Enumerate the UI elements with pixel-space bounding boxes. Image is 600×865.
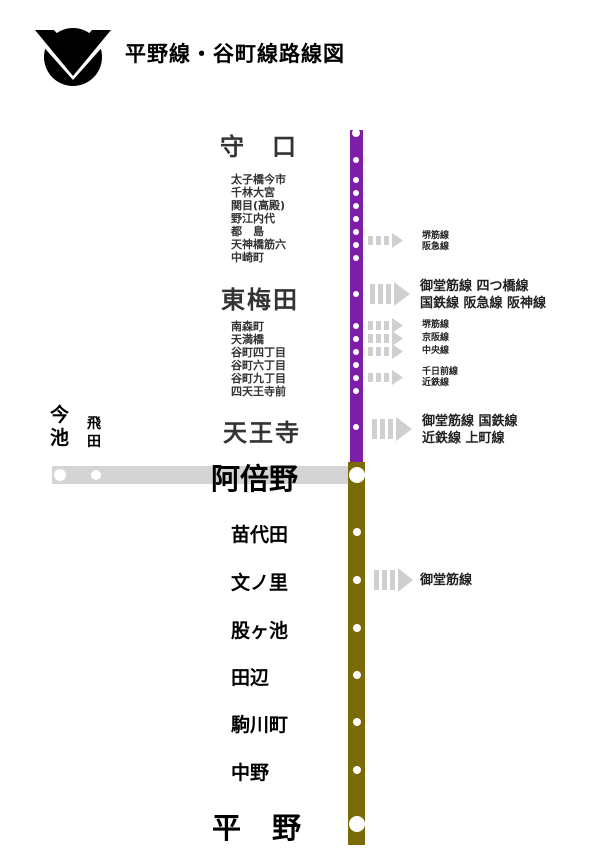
transfer-arrow-tenmabashi	[368, 331, 403, 346]
station-dot-hirano	[349, 816, 365, 832]
station-nakano: 中野	[231, 762, 270, 784]
station-dot-tennoji	[353, 424, 359, 430]
page-title: 平野線・谷町線路線図	[125, 42, 345, 66]
station-fuminosato: 文ノ里	[231, 572, 289, 594]
station-komagawacho: 駒川町	[231, 714, 289, 736]
station-list-lower: 南森町 天満橋 谷町四丁目 谷町六丁目 谷町九丁目 四天王寺前	[231, 320, 286, 398]
station-tenmabashi: 天満橋	[231, 333, 264, 346]
station-dot	[353, 255, 359, 261]
station-dot-nakano	[353, 766, 361, 774]
station-tanimachi-6: 谷町六丁目	[231, 359, 286, 372]
station-dot	[353, 323, 359, 329]
hirano-line	[348, 462, 365, 845]
transfer-label-tani9: 千日前線 近鉄線	[422, 367, 459, 388]
transfer-arrow-minamimorimachi	[368, 318, 403, 333]
transfer-arrow-tani9	[368, 370, 403, 385]
station-dot-komagawacho	[353, 718, 361, 726]
transfer-label-minamimorimachi: 堺筋線	[422, 320, 450, 330]
station-tanimachi-9: 谷町九丁目	[231, 372, 286, 385]
transfer-arrow-toshima	[368, 233, 403, 248]
station-matagaike: 股ヶ池	[231, 620, 289, 642]
station-imaike: 今 池	[50, 404, 70, 449]
station-sekime-takadono: 関目(高殿)	[231, 199, 286, 212]
station-dot	[353, 216, 359, 222]
station-tobita: 飛 田	[87, 416, 101, 450]
transfer-arrow-fuminosato	[374, 568, 413, 592]
station-senbayashi-omiya: 千林大宮	[231, 186, 275, 199]
station-list-upper: 太子橋今市 千林大宮 関目(高殿) 野江内代 都 島 天神橋筋六 中崎町	[231, 173, 286, 264]
city-emblem-logo	[32, 28, 114, 86]
station-tenjinbashisuji-6: 天神橋筋六	[231, 238, 286, 251]
station-dot-naeshiroda	[353, 528, 361, 536]
transfer-arrow-tennoji	[372, 417, 412, 441]
station-tennoji: 天王寺	[223, 419, 301, 447]
station-hirano: 平 野	[212, 811, 303, 845]
station-tanimachi-4: 谷町四丁目	[231, 346, 286, 359]
station-shitennojimae: 四天王寺前	[231, 385, 286, 398]
station-abeno: 阿倍野	[211, 462, 299, 496]
station-dot	[353, 190, 359, 196]
station-dot	[353, 229, 359, 235]
station-dot-fuminosato	[353, 576, 361, 584]
station-nakazakicho: 中崎町	[231, 251, 264, 264]
connector-bar	[52, 466, 352, 484]
transfer-arrow-tani4	[368, 344, 403, 359]
station-dot	[353, 177, 359, 183]
station-dot-moriguchi	[352, 129, 360, 137]
transfer-label-toshima: 堺筋線 阪急線	[422, 231, 450, 252]
transfer-label-higashi-umeda: 御堂筋線 四つ橋線 国鉄線 阪急線 阪神線	[420, 279, 547, 311]
station-dot	[353, 388, 359, 394]
station-dot-matagaike	[353, 624, 361, 632]
station-dot	[353, 157, 359, 163]
transfer-label-tani4: 中央線	[422, 346, 450, 356]
transfer-label-fuminosato: 御堂筋線	[420, 573, 473, 588]
station-dot	[353, 242, 359, 248]
station-dot	[353, 349, 359, 355]
station-moriguchi: 守 口	[220, 133, 298, 161]
station-minamimorimachi: 南森町	[231, 320, 264, 333]
station-taishibashi-imaichi: 太子橋今市	[231, 173, 286, 186]
transfer-label-tenmabashi: 京阪線	[422, 333, 450, 343]
station-dot	[353, 336, 359, 342]
station-naeshiroda: 苗代田	[231, 524, 289, 546]
transfer-label-tennoji: 御堂筋線 国鉄線 近鉄線 上町線	[422, 414, 518, 446]
station-higashi-umeda: 東梅田	[221, 286, 299, 314]
station-miyakojima: 都 島	[231, 225, 264, 238]
tanimachi-line	[350, 130, 363, 468]
station-dot-tobita	[91, 470, 101, 480]
station-tanabe: 田辺	[231, 667, 270, 689]
station-dot-tanabe	[353, 671, 361, 679]
station-dot	[353, 375, 359, 381]
station-dot-abeno	[349, 467, 365, 483]
station-noe-uchindai: 野江内代	[231, 212, 275, 225]
transfer-arrow-higashi-umeda	[370, 282, 410, 306]
station-dot-higashi-umeda	[353, 291, 359, 297]
station-dot	[353, 362, 359, 368]
station-dot-imaike	[54, 469, 66, 481]
station-dot	[353, 203, 359, 209]
